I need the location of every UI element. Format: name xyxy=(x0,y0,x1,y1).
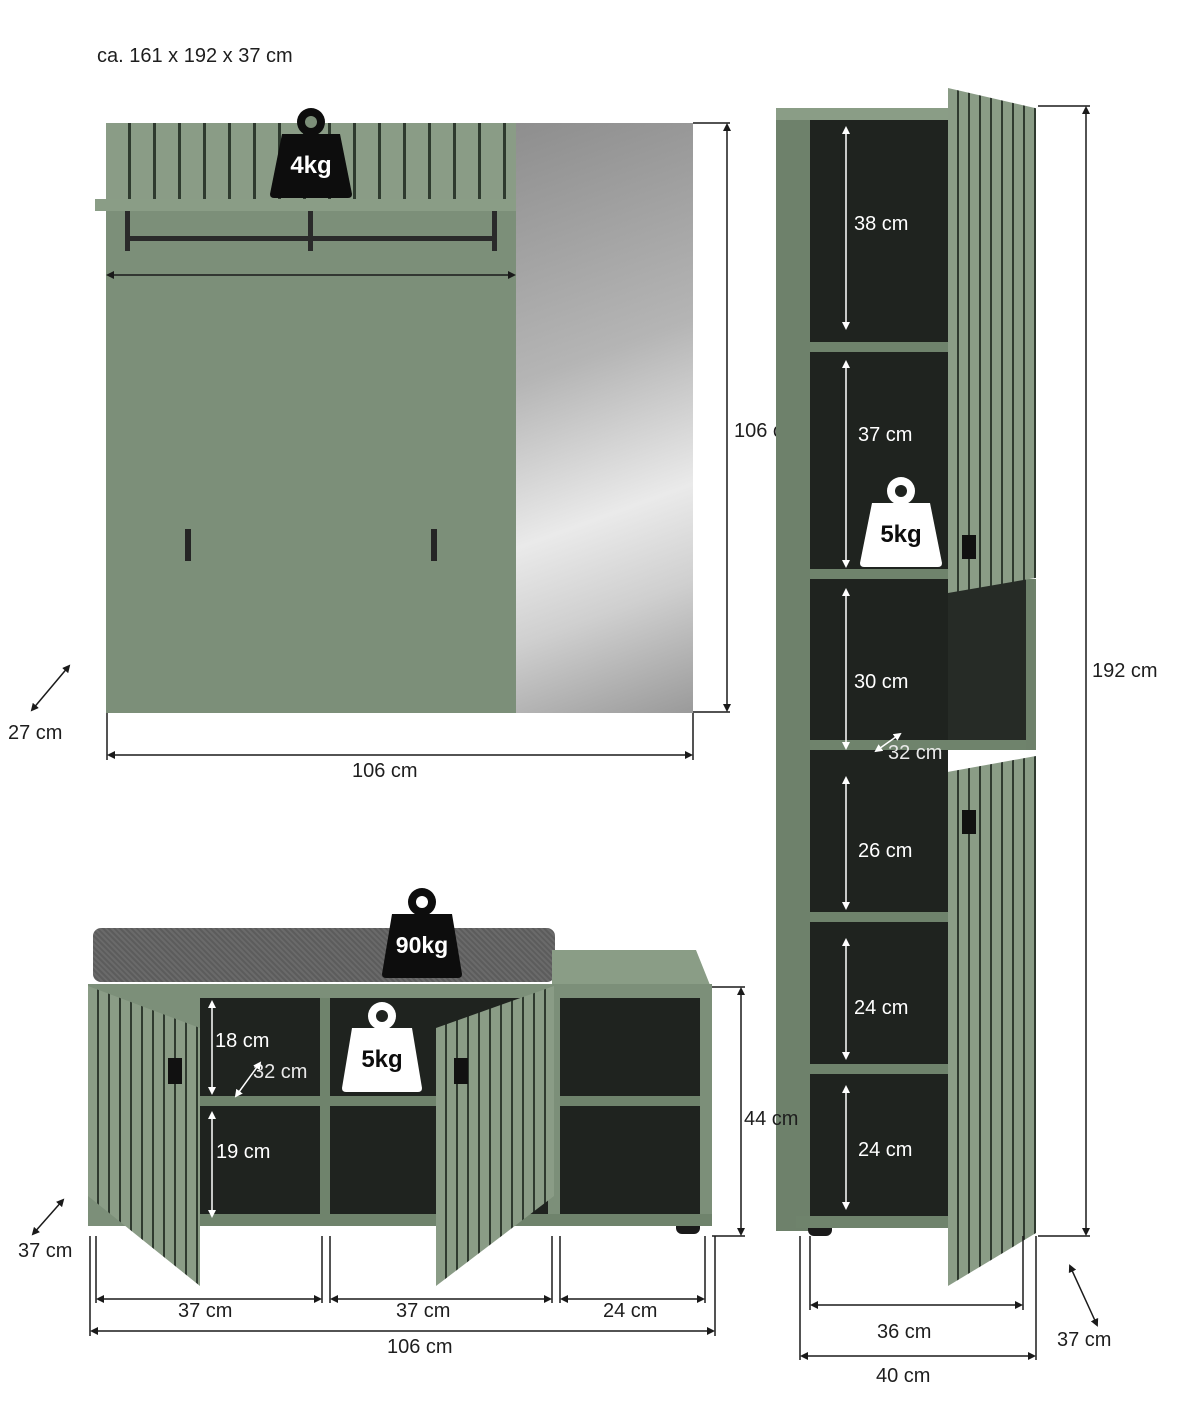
bench-divider-1 xyxy=(320,998,330,1216)
cabinet-top xyxy=(776,108,948,120)
weight-label-5kg-bench: 5kg xyxy=(361,1046,403,1073)
bench-left-door xyxy=(88,986,200,1286)
cabinet-shelf-5 xyxy=(810,1064,948,1074)
bench-left-compartment xyxy=(200,998,320,1216)
cabinet-right-edge xyxy=(1026,579,1036,750)
coat-panel-board xyxy=(106,211,516,713)
mirror xyxy=(516,123,693,713)
coat-rack-depth-label: 27 cm xyxy=(8,722,63,744)
weight-label-4kg: 4kg xyxy=(290,152,332,179)
bench-left-door-handle xyxy=(168,1058,182,1084)
bench-depth-label: 37 cm xyxy=(18,1240,73,1262)
compartment-5-height: 24 cm xyxy=(854,997,909,1019)
weight-icon-5kg-cabinet: 5kg xyxy=(858,475,944,567)
weight-icon-4kg: 4kg xyxy=(268,106,354,198)
bench-section-2-width: 37 cm xyxy=(396,1300,451,1322)
compartment-4-height: 26 cm xyxy=(858,840,913,862)
cabinet-depth-label: 37 cm xyxy=(1057,1329,1112,1351)
bench-middle-door-handle xyxy=(454,1058,468,1084)
compartment-3-height: 30 cm xyxy=(854,671,909,693)
overall-dimensions: ca. 161 x 192 x 37 cm xyxy=(97,45,293,67)
compartment-6-height: 24 cm xyxy=(858,1139,913,1161)
cabinet-height-label: 192 cm xyxy=(1092,660,1158,682)
lower-door-handle xyxy=(962,810,976,834)
rail-bracket-right xyxy=(492,211,497,251)
shoe-bench xyxy=(86,926,716,1296)
coat-rack-width-label: 106 cm xyxy=(352,760,418,782)
cabinet-shelf-3 xyxy=(810,740,1036,750)
weight-icon-90kg: 90kg xyxy=(380,886,464,978)
rail-bracket-left xyxy=(125,211,130,251)
cabinet-open-section xyxy=(948,579,1036,740)
weight-label-90kg: 90kg xyxy=(395,932,449,958)
compartment-2-height: 37 cm xyxy=(858,424,913,446)
bench-right-top xyxy=(552,950,712,990)
seat-cushion xyxy=(93,928,555,982)
coat-hook-right xyxy=(431,529,437,561)
hat-shelf xyxy=(95,199,527,211)
cabinet-outer-width-label: 40 cm xyxy=(876,1365,931,1387)
bench-upper-height: 18 cm xyxy=(215,1030,270,1052)
weight-icon-5kg-bench: 5kg xyxy=(340,1000,424,1092)
cabinet-bottom xyxy=(796,1216,948,1228)
upper-door-handle xyxy=(962,535,976,559)
rail-bracket-middle xyxy=(308,211,313,251)
cabinet-upper-door xyxy=(948,88,1036,593)
bench-shelf-right xyxy=(560,1096,700,1106)
cabinet-interior xyxy=(810,120,948,1228)
bench-section-3-width: 24 cm xyxy=(603,1300,658,1322)
bench-total-width: 106 cm xyxy=(387,1336,453,1358)
bench-section-1-width: 37 cm xyxy=(178,1300,233,1322)
bench-foot xyxy=(676,1226,700,1234)
bench-shelf-left xyxy=(200,1096,320,1106)
cabinet-foot xyxy=(808,1228,832,1236)
cabinet-inner-width-label: 36 cm xyxy=(877,1321,932,1343)
cabinet-side-panel xyxy=(776,116,810,1231)
weight-label-5kg-cabinet: 5kg xyxy=(880,521,922,548)
coat-rack-panel xyxy=(95,123,695,713)
bench-right-compartment xyxy=(560,998,700,1216)
cabinet-shelf-2 xyxy=(810,569,948,579)
bench-lower-height: 19 cm xyxy=(216,1141,271,1163)
bench-height-label: 44 cm xyxy=(744,1108,799,1130)
tall-cabinet xyxy=(776,88,1038,1288)
compartment-1-height: 38 cm xyxy=(854,213,909,235)
bench-middle-door xyxy=(436,986,554,1286)
cabinet-interior-depth: 32 cm xyxy=(888,742,943,764)
bench-interior-depth: 32 cm xyxy=(253,1061,308,1083)
cabinet-shelf-4 xyxy=(810,912,948,922)
cabinet-shelf-1 xyxy=(810,342,948,352)
cabinet-lower-door xyxy=(948,756,1036,1286)
coat-hook-left xyxy=(185,529,191,561)
